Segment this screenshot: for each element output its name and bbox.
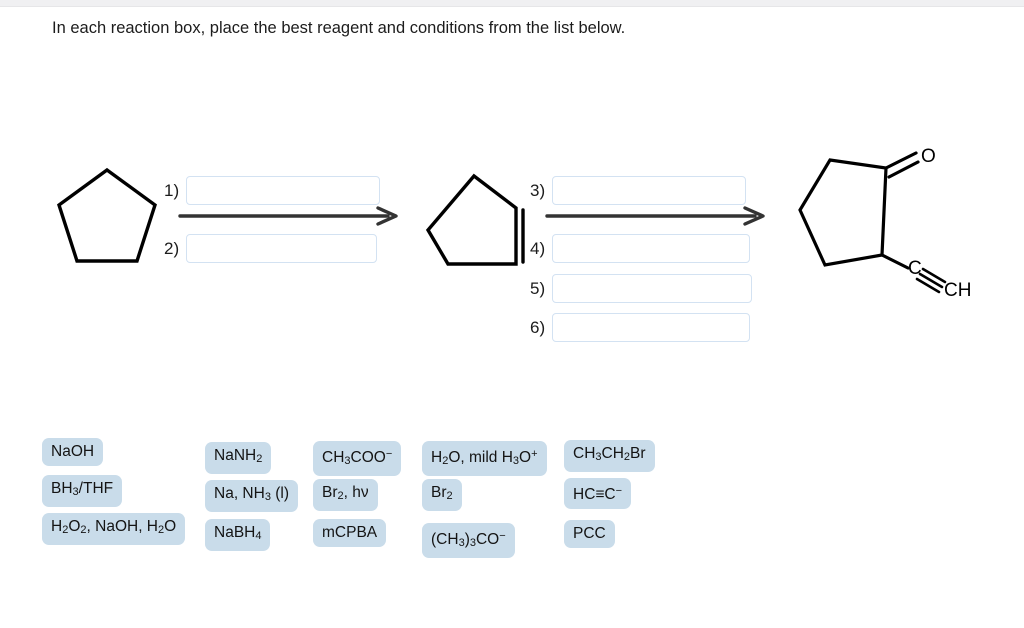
structure-cyclopentane [52, 160, 162, 270]
answer-number-4: 4) [530, 238, 546, 258]
answer-input-5[interactable] [552, 274, 752, 303]
reagent-chip-h2o2-naoh-h2o[interactable]: H2O2, NaOH, H2O [42, 513, 186, 545]
atom-label-alkyne-carbon: C [908, 258, 922, 279]
reagent-chip-nabh4[interactable]: NaBH4 [205, 519, 271, 551]
reaction-arrow-1 [178, 206, 404, 231]
reaction-arrow-2 [545, 206, 771, 231]
reagent-chip-br2-hv[interactable]: Br2, hν [313, 479, 378, 511]
reagent-chip-naoh[interactable]: NaOH [42, 438, 104, 466]
page-title: In each reaction box, place the best rea… [52, 19, 626, 37]
structure-cyclopentene [424, 168, 529, 278]
reagent-chip-tert-butoxide[interactable]: (CH3)3CO− [422, 523, 515, 558]
reagent-chip-pcc[interactable]: PCC [564, 520, 615, 548]
reagent-chip-ch3ch2br[interactable]: CH3CH2Br [564, 440, 655, 472]
answer-row-6: 6) [530, 313, 750, 342]
answer-number-3: 3) [530, 180, 546, 200]
answer-input-6[interactable] [552, 313, 750, 342]
reagent-chip-acetate[interactable]: CH3COO− [313, 441, 402, 476]
reagent-chip-mcpba[interactable]: mCPBA [313, 519, 387, 547]
structure-2-ethynylcyclopentanone: O C CH [790, 140, 980, 305]
answer-row-4: 4) [530, 234, 750, 263]
answer-number-5: 5) [530, 278, 546, 298]
answer-row-1: 1) [164, 176, 380, 205]
answer-input-3[interactable] [552, 176, 746, 205]
reagent-chip-br2[interactable]: Br2 [422, 479, 462, 511]
answer-row-5: 5) [530, 274, 752, 303]
reagent-chip-na-nh3-l[interactable]: Na, NH3 (l) [205, 480, 299, 512]
answer-number-1: 1) [164, 180, 180, 200]
reagent-chip-nanh2[interactable]: NaNH2 [205, 442, 272, 474]
reagent-chip-acetylide[interactable]: HC≡C− [564, 478, 632, 509]
answer-row-3: 3) [530, 176, 746, 205]
answer-row-2: 2) [164, 234, 377, 263]
answer-input-1[interactable] [186, 176, 380, 205]
answer-number-6: 6) [530, 317, 546, 337]
answer-input-4[interactable] [552, 234, 750, 263]
reagent-chip-h2o-mild-h3o[interactable]: H2O, mild H3O+ [422, 441, 547, 476]
atom-label-alkyne-terminus: CH [944, 280, 971, 301]
atom-label-carbonyl-oxygen: O [921, 146, 936, 167]
answer-number-2: 2) [164, 238, 180, 258]
reagent-chip-bh3-thf[interactable]: BH3/THF [42, 475, 123, 507]
top-chrome-strip [0, 0, 1024, 7]
answer-input-2[interactable] [186, 234, 377, 263]
